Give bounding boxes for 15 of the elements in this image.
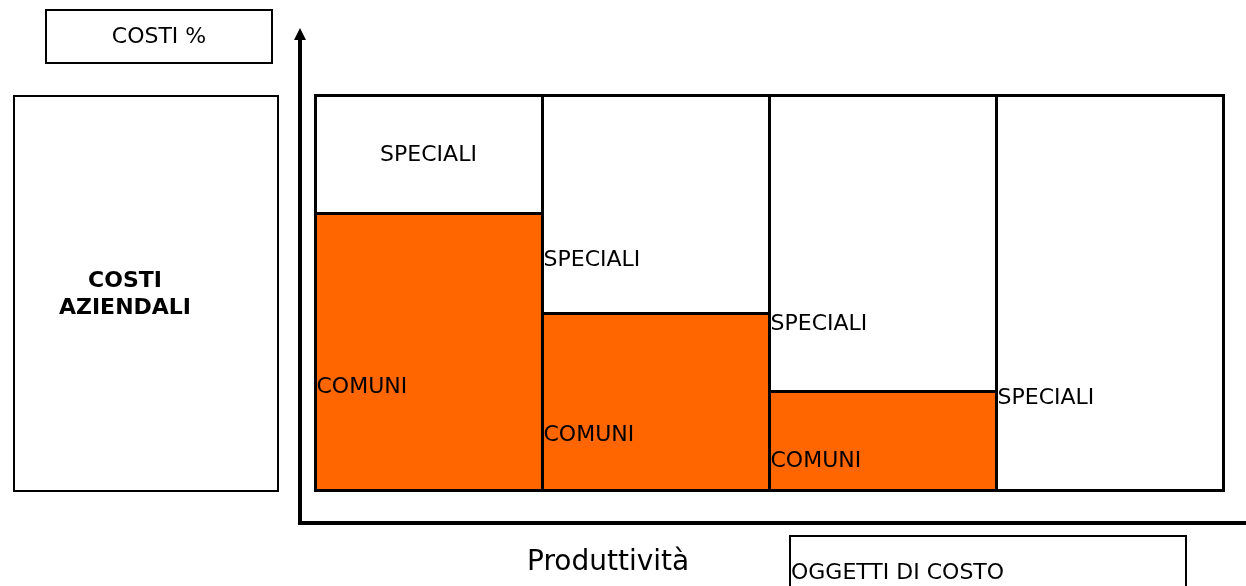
box-label: COSTI AZIENDALI	[57, 267, 193, 320]
label-box	[13, 95, 279, 492]
box-label: SPECIALI	[543, 245, 641, 273]
box-label: SPECIALI	[770, 309, 868, 337]
cost-segment	[313, 93, 544, 215]
box-label: COMUNI	[543, 420, 635, 448]
box-label: COMUNI	[316, 373, 408, 400]
label-box	[789, 535, 1187, 586]
box-label: SPECIALI	[997, 384, 1095, 411]
box-label: COMUNI	[770, 447, 862, 474]
axis-label: Produttività	[527, 546, 690, 577]
label-box	[45, 9, 273, 64]
box-label: SPECIALI	[380, 140, 477, 168]
box-label: COSTI %	[111, 23, 207, 50]
box-label: OGGETTI DI COSTO	[791, 559, 1005, 586]
